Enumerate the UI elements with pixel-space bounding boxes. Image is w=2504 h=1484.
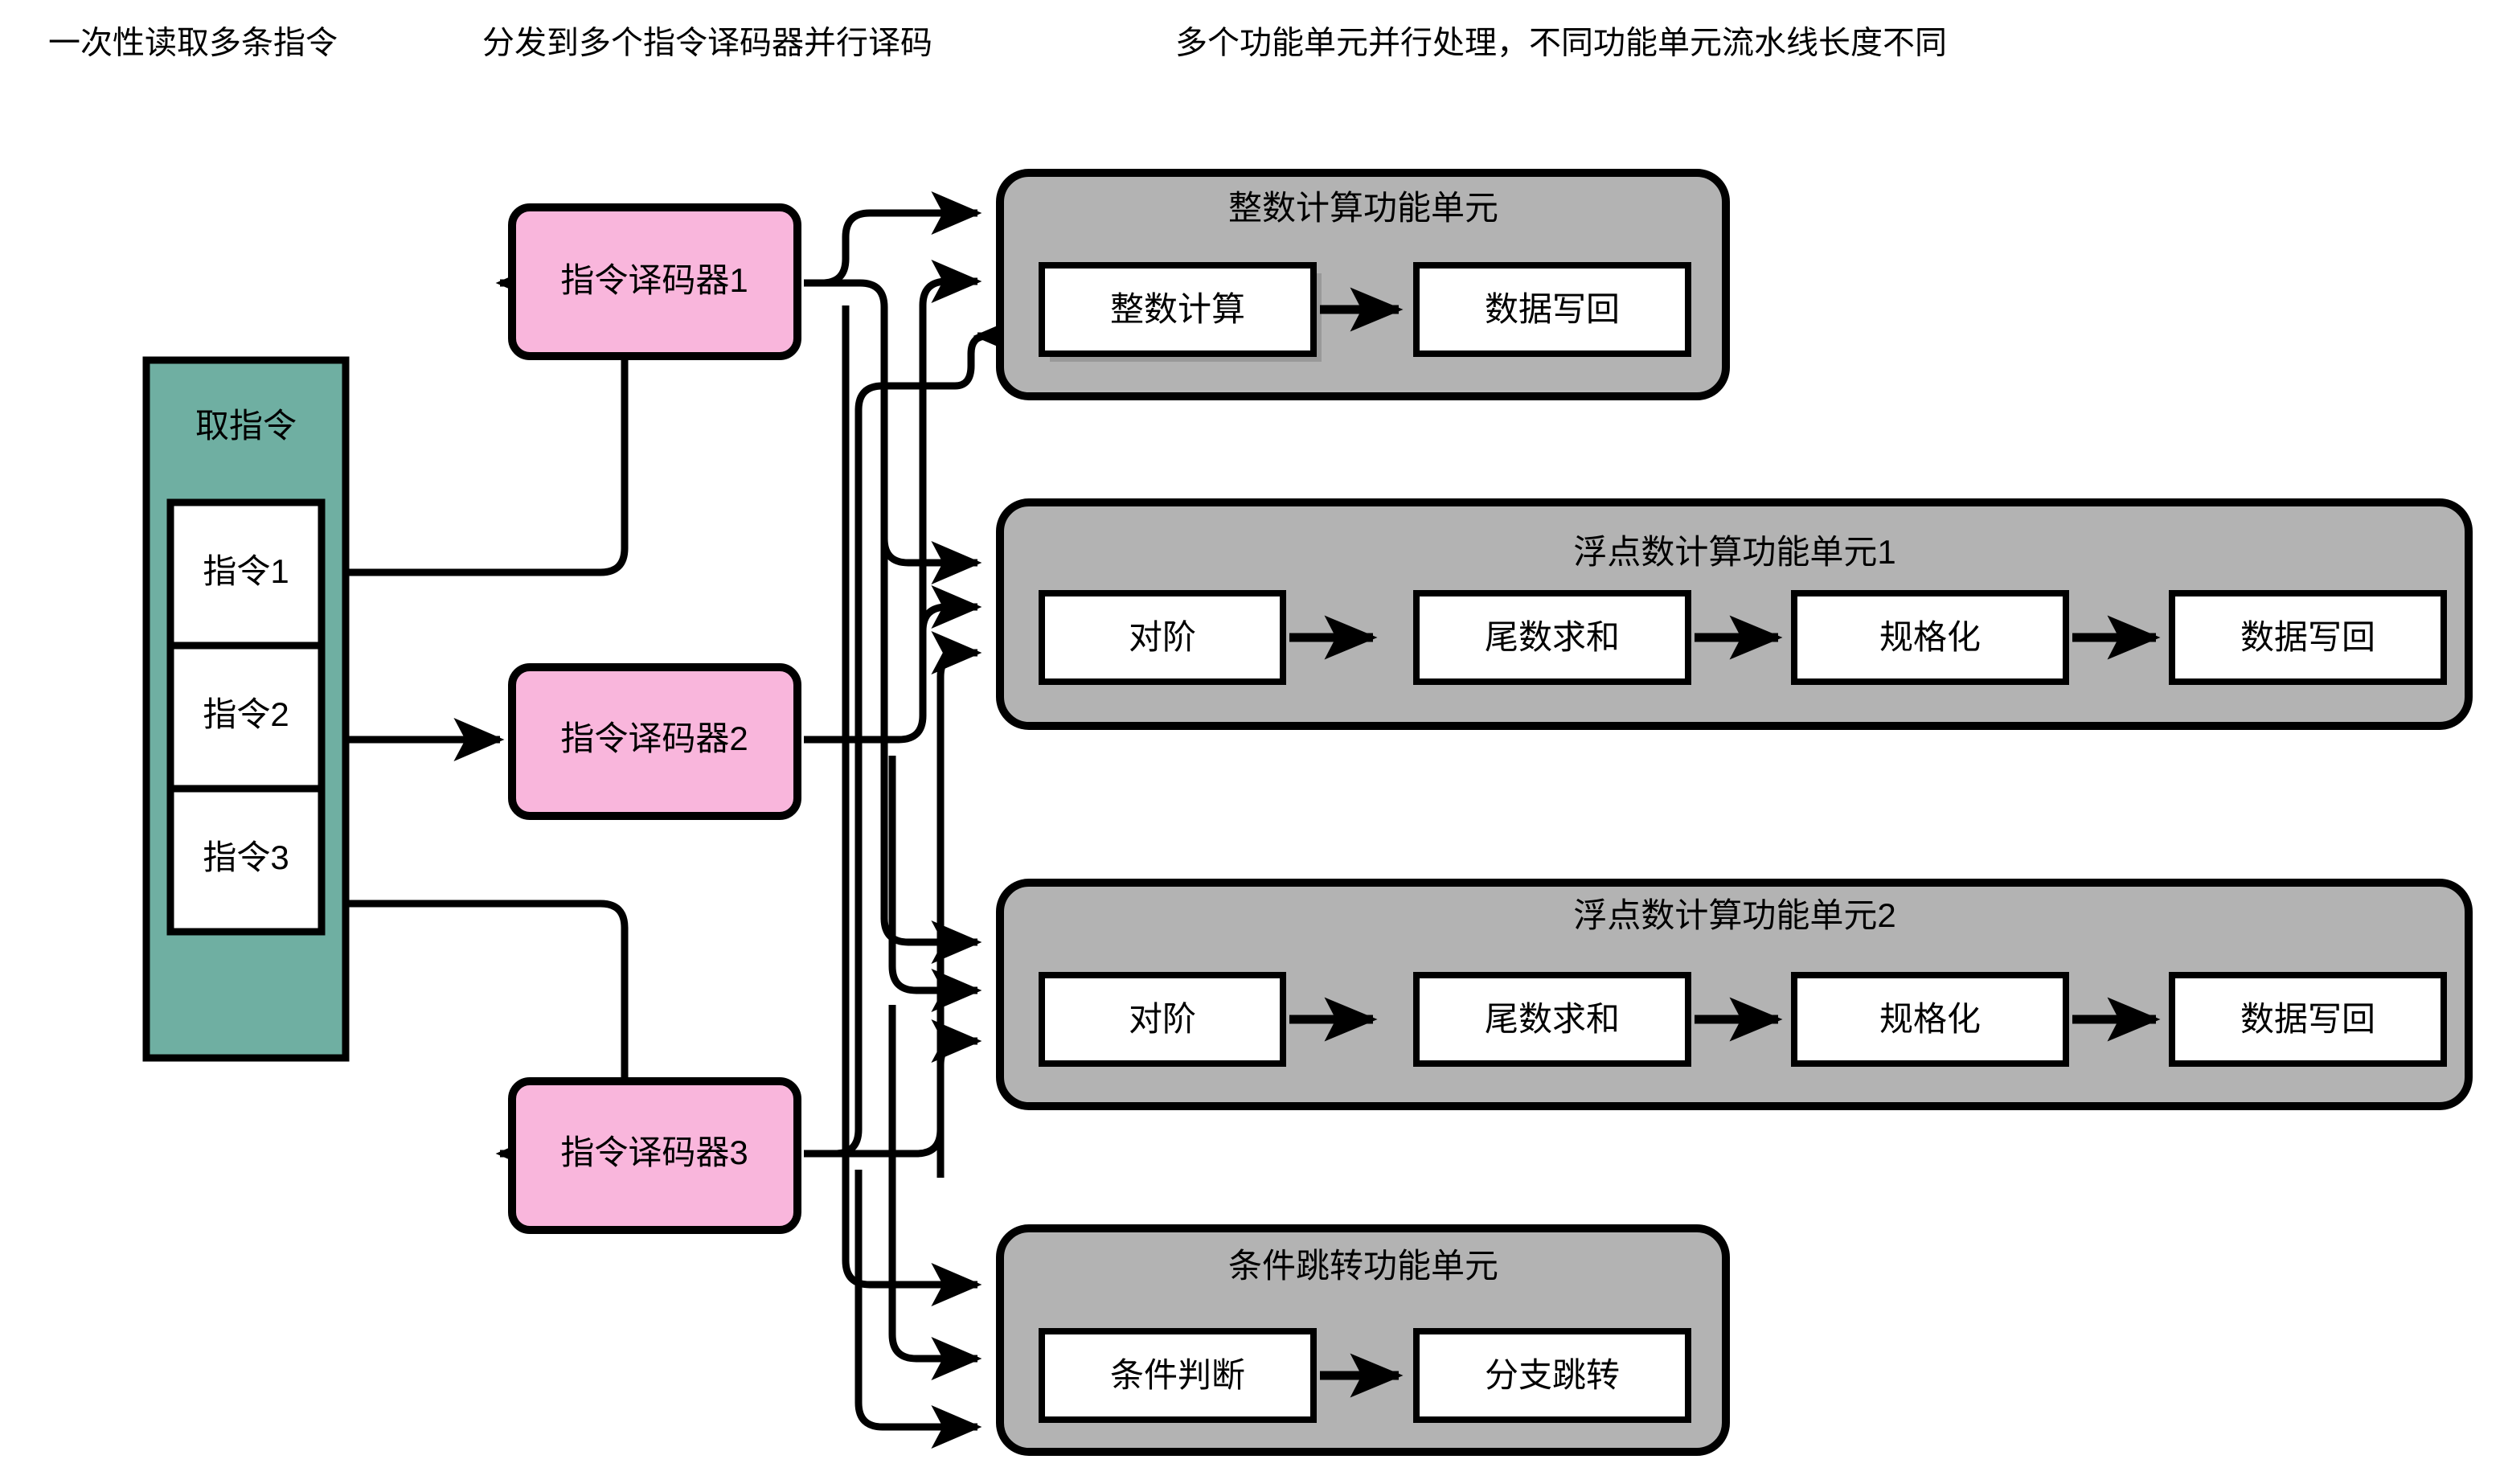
integer-stage-box-2[interactable] — [1413, 262, 1691, 357]
branch-stage-label-2: 分支跳转 — [1485, 1356, 1620, 1394]
fp2-stage-label-2: 尾数求和 — [1485, 1000, 1620, 1038]
instruction-label-2: 指令2 — [203, 695, 289, 733]
fp1-unit-box[interactable] — [996, 498, 2473, 730]
fp2-stage-box-1[interactable] — [1039, 972, 1286, 1067]
wire-d1-to-fp2-unit — [880, 322, 982, 964]
decoder-group: 指令译码器1 指令译码器2 指令译码器3 — [508, 203, 801, 1234]
fp1-unit-title: 浮点数计算功能单元1 — [1573, 533, 1895, 571]
wire-d3-fp1 — [931, 631, 982, 1142]
branch-stage-box-1[interactable] — [1039, 1328, 1317, 1423]
wire-d2-to-fp1-unit — [919, 585, 982, 707]
fp1-stage-box-1[interactable] — [1039, 590, 1286, 685]
fp2-stage-label-3: 规格化 — [1879, 1000, 1981, 1038]
integer-stage-label-1: 整数计算 — [1110, 290, 1245, 328]
decoder-box-1[interactable] — [508, 203, 801, 360]
integer-stage-label-2: 数据写回 — [1485, 290, 1620, 328]
fp1-stage-label-1: 对阶 — [1129, 618, 1196, 656]
caption-fetch: 一次性读取多条指令 — [48, 26, 338, 61]
fp2-stage-label-1: 对阶 — [1129, 1000, 1196, 1038]
fp1-stage-label-2: 尾数求和 — [1485, 618, 1620, 656]
caption-row: 一次性读取多条指令 分发到多个指令译码器并行译码 多个功能单元并行处理，不同功能… — [48, 26, 1947, 61]
wire-d3-to-branch-unit — [854, 1170, 982, 1449]
branch-stage-label-1: 条件判断 — [1110, 1356, 1245, 1394]
fetch-stage-title: 取指令 — [195, 407, 297, 445]
fp2-stage-box-2[interactable] — [1413, 972, 1691, 1067]
branch-stage-box-2[interactable] — [1413, 1328, 1691, 1423]
fp2-unit-title: 浮点数计算功能单元2 — [1573, 896, 1895, 934]
wire-d1-to-integer-unit — [804, 191, 982, 287]
decoder-label-3: 指令译码器3 — [560, 1133, 748, 1171]
wire-d3-to-integer-unit — [804, 314, 1024, 1158]
decoder-label-2: 指令译码器2 — [560, 719, 748, 757]
functional-unit-float-2[interactable]: 浮点数计算功能单元2 对阶 尾数求和 规格化 数据写回 — [996, 879, 2473, 1110]
wire-d2-to-branch-unit — [888, 1005, 982, 1380]
fp1-stage-box-2[interactable] — [1413, 590, 1691, 685]
fp2-unit-box[interactable] — [996, 879, 2473, 1110]
wire-d2-to-fp2-unit — [888, 756, 982, 1012]
decoder-to-unit-connectors — [804, 191, 1024, 1449]
wire-d1-to-branch-unit — [842, 305, 982, 1306]
wire-d3-to-fp2-unit — [931, 1019, 982, 1166]
instruction-label-3: 指令3 — [203, 838, 289, 876]
functional-unit-branch[interactable]: 条件跳转功能单元 条件判断 分支跳转 — [996, 1224, 1730, 1456]
instruction-label-1: 指令1 — [203, 552, 289, 590]
branch-unit-title: 条件跳转功能单元 — [1228, 1247, 1498, 1285]
fp2-stage-label-4: 数据写回 — [2240, 1000, 2375, 1038]
integer-unit-title: 整数计算功能单元 — [1228, 189, 1498, 227]
decoder-label-1: 指令译码器1 — [560, 261, 748, 299]
fp1-stage-label-4: 数据写回 — [2240, 618, 2375, 656]
fp2-stage-box-3[interactable] — [1791, 972, 2069, 1067]
decoder-box-2[interactable] — [508, 663, 801, 820]
fp1-stage-box-4[interactable] — [2169, 590, 2447, 685]
wire-d2-to-integer-unit — [804, 260, 982, 744]
fp1-stage-label-3: 规格化 — [1879, 618, 1981, 656]
functional-unit-integer[interactable]: 整数计算功能单元 整数计算 数据写回 — [996, 169, 1730, 400]
fp2-stage-box-4[interactable] — [2169, 972, 2447, 1067]
fp1-stage-box-3[interactable] — [1791, 590, 2069, 685]
integer-stage-box-1[interactable] — [1039, 262, 1317, 357]
wire-d3-split-node — [804, 1125, 945, 1178]
instruction-box-3[interactable] — [166, 785, 326, 936]
instruction-box-2[interactable] — [166, 642, 326, 793]
fetch-stage-group: 取指令 指令1 指令2 指令3 — [142, 356, 350, 1062]
decoder-box-3[interactable] — [508, 1077, 801, 1234]
functional-unit-float-1[interactable]: 浮点数计算功能单元1 对阶 尾数求和 规格化 数据写回 — [996, 498, 2473, 730]
caption-execute: 多个功能单元并行处理，不同功能单元流水线长度不同 — [1175, 26, 1947, 61]
caption-decode: 分发到多个指令译码器并行译码 — [482, 26, 932, 61]
wire-d1-to-fp1-unit — [804, 279, 982, 584]
